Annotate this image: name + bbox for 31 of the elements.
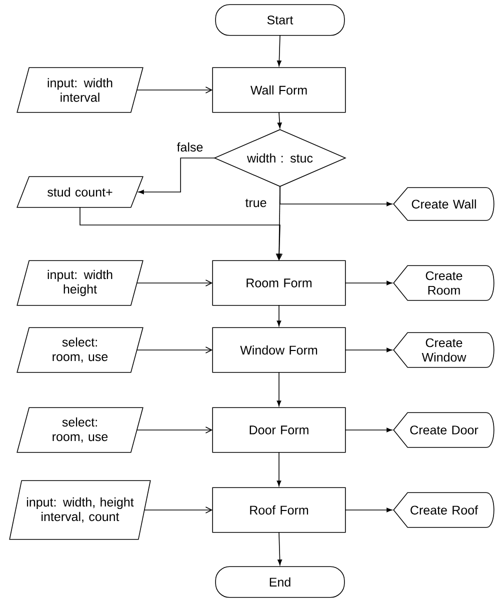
input-parallelogram: input: width, height interval, count (9, 480, 151, 540)
input-parallelogram: stud count+ (16, 176, 144, 208)
arrow (345, 508, 392, 512)
arrow (138, 158, 215, 194)
arrow (80, 207, 283, 261)
process-box: Door Form (212, 407, 346, 453)
edge-label: true (244, 198, 268, 208)
arrow (276, 35, 282, 66)
arrow (144, 506, 213, 514)
arrow (345, 428, 392, 432)
input-parallelogram: select: room, use (16, 407, 144, 453)
arrow (136, 426, 213, 434)
input-parallelogram: input: width height (16, 260, 144, 306)
process-box: Window Form (212, 327, 346, 373)
arrow (345, 280, 392, 286)
arrow (276, 372, 282, 406)
process-box: Roof Form (212, 487, 346, 533)
arrow (136, 346, 213, 354)
edge-label: false (176, 141, 204, 153)
arrow (276, 452, 282, 486)
arrow (277, 112, 282, 128)
arrow (280, 186, 392, 206)
arrow (345, 348, 392, 352)
process-box: Wall Form (212, 67, 346, 113)
arrow (278, 532, 282, 566)
arrow (276, 305, 282, 326)
input-parallelogram: select: room, use (16, 327, 144, 373)
process-box: Room Form (212, 260, 346, 306)
arrow (136, 280, 213, 286)
arrow (136, 86, 213, 94)
input-parallelogram: input: width interval (16, 67, 144, 113)
